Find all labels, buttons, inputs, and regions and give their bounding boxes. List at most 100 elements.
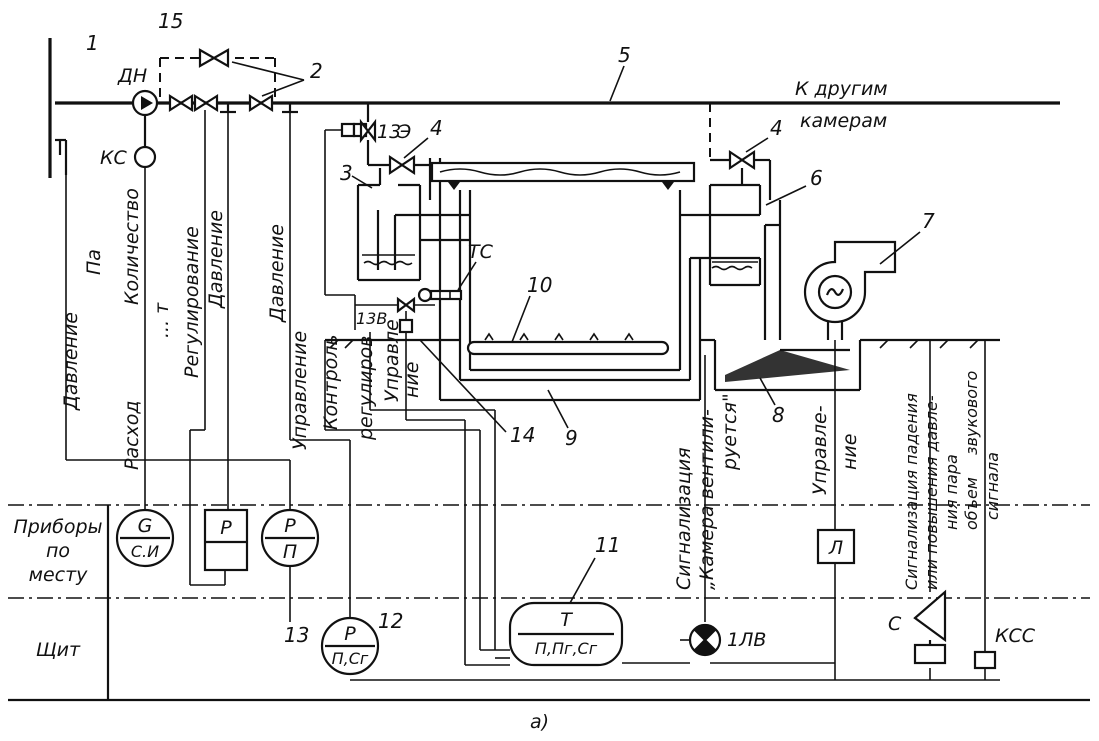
chamber-9 — [438, 190, 702, 402]
label-k-drugim: К другим — [795, 78, 888, 100]
row-shchit: Щит — [36, 639, 81, 661]
instrument-p12-top: P — [344, 623, 356, 645]
instrument-g-bottom: С.И — [131, 542, 159, 561]
vlabel-kontrol: Контроль — [320, 334, 342, 430]
right-branch — [709, 103, 730, 162]
vlabel-regulirovanie: Регулирование — [181, 226, 203, 378]
fan-7 — [803, 240, 897, 340]
header-valve-3 — [248, 93, 274, 113]
header-valve-2 — [193, 93, 219, 113]
vlabel-signal-pad-5: объем — [962, 477, 981, 530]
label-4b: 4 — [770, 116, 783, 140]
label-dn: ДН — [117, 65, 147, 87]
vlabel-upravlenie1: Управление — [289, 331, 311, 450]
labels: 1 15 ДН КС 2 5 К другим камерам 13 Э 4 3… — [86, 9, 1036, 733]
label-15: 15 — [158, 9, 183, 33]
label-siren: С — [888, 613, 902, 635]
solenoid-valve-13e — [340, 103, 377, 165]
vlabel-signal-kamera-2: „Камера вентили- — [696, 409, 718, 590]
row-pribory-3: месту — [29, 564, 89, 586]
row-pribory-2: по — [46, 540, 70, 562]
instrument-t11: T П,Пг,Сг — [508, 601, 624, 667]
duct-right — [680, 213, 760, 260]
duct-left — [395, 213, 470, 242]
row-pribory-1: Приборы — [13, 516, 102, 538]
instrument-t11-bottom: П,Пг,Сг — [535, 639, 598, 658]
instrument-p13: P П — [260, 508, 320, 568]
vlabel-rashod: Расход — [121, 400, 143, 470]
label-ks: КС — [100, 147, 127, 169]
right-control-lines — [622, 340, 986, 680]
vlabel-signal-pad-6: сигнала — [983, 452, 1002, 520]
instrument-l-box: Л — [816, 528, 856, 565]
label-6: 6 — [810, 166, 823, 190]
vlabel-signal-pad-2: или повышения давле- — [922, 395, 941, 590]
separator-3 — [356, 168, 422, 282]
vlabel-signal-pad-4: звукового — [962, 371, 981, 455]
vlabel-davlenie-mid: Давление — [205, 210, 227, 309]
pit-8 — [713, 340, 862, 392]
instrument-p12: P П,Сг — [320, 616, 380, 676]
vlabel-regulirov: регулиров — [355, 336, 377, 441]
instrument-p12-bottom: П,Сг — [332, 649, 369, 668]
label-1lv: 1ЛВ — [727, 629, 766, 651]
label-2: 2 — [310, 59, 323, 83]
thermo-sensor-ts — [417, 287, 463, 303]
kss-box — [973, 650, 997, 670]
control-bundle — [324, 332, 510, 666]
row-labels: Приборы по месту Щит — [13, 516, 102, 661]
label-5: 5 — [618, 43, 631, 67]
bypass-valve — [198, 48, 230, 68]
steam-distributor-10 — [466, 332, 670, 356]
vlabel-kolichestvo: Количество — [121, 188, 143, 305]
ground-line — [325, 338, 1000, 349]
vlabel-davlenie-left: Давление — [60, 312, 82, 411]
vlabel-signal-kamera-3: руется" — [719, 393, 741, 471]
siren-c — [913, 589, 947, 665]
instrument-p13-bottom: П — [283, 541, 297, 563]
label-11: 11 — [595, 533, 620, 557]
label-1: 1 — [86, 31, 99, 55]
label-kss: КСС — [995, 625, 1036, 647]
vlabel-signal-kamera-1: Сигнализация — [673, 447, 695, 590]
vlabel-nie: ние — [401, 362, 423, 398]
label-7: 7 — [922, 209, 935, 233]
bypass-line — [159, 57, 276, 103]
label-13e-suffix: Э — [397, 121, 411, 143]
vlabel-signal-pad-3: ния пара — [942, 454, 961, 530]
label-14: 14 — [510, 423, 535, 447]
vlabel-nie2: ние — [839, 434, 861, 470]
table-frame — [8, 504, 1090, 702]
vlabel-upravle2: Управле- — [809, 405, 831, 495]
ejector-4-right — [728, 149, 772, 200]
chamber-lid — [430, 161, 696, 190]
instrument-g-si: G С.И — [115, 508, 175, 568]
label-8: 8 — [772, 403, 785, 427]
vertical-labels: Давление Па Расход Количество ... т Регу… — [60, 188, 1002, 590]
label-4a: 4 — [430, 116, 443, 140]
instrument-l-label: Л — [828, 537, 843, 559]
label-13e: 13 — [377, 121, 401, 143]
instrument-p-box: P — [203, 508, 249, 572]
figure-caption: а) — [530, 711, 549, 733]
vlabel-davlenie-right: Давление — [266, 224, 288, 323]
label-3: 3 — [340, 161, 353, 185]
instrument-g-top: G — [138, 515, 153, 537]
vlabel-dots-m: ... т — [151, 302, 173, 338]
flow-meter-15 — [131, 89, 159, 117]
vlabel-signal-pad-1: Сигнализация падения — [902, 393, 921, 590]
vlabel-upravle: Управле — [381, 319, 403, 402]
control-line-13e — [324, 129, 356, 330]
label-12: 12 — [378, 609, 403, 633]
steam-header-5 — [48, 38, 1060, 178]
ejector-4-left — [368, 154, 442, 200]
separator-6 — [708, 183, 782, 340]
solenoid-valve-13v — [355, 296, 435, 334]
signal-lamp-1lv — [688, 623, 722, 657]
instrument-t11-top: T — [560, 609, 573, 631]
label-kameram: камерам — [800, 110, 887, 132]
label-ts: ТС — [468, 241, 494, 263]
instrument-p13-top: P — [284, 515, 296, 537]
instrument-p-box-label: P — [220, 517, 232, 539]
